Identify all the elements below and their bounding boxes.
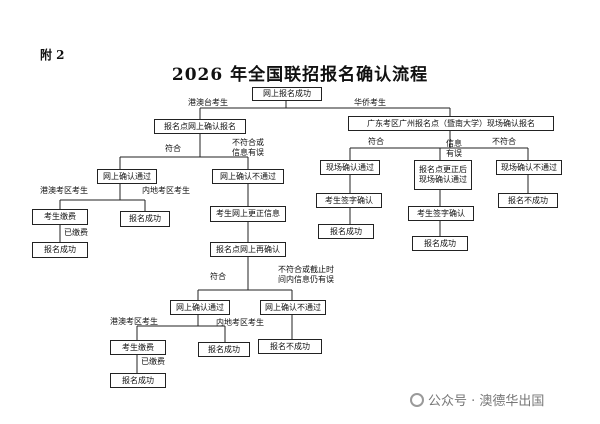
online-confirm-pass-box: 网上确认通过 [170, 300, 230, 315]
online-confirm-pass-box: 网上确认通过 [97, 169, 157, 184]
paid-label: 已缴费 [141, 357, 165, 366]
onsite-confirm-fail-box: 现场确认不通过 [496, 160, 562, 175]
ineligible-label-line-2: 信息有误 [232, 148, 264, 157]
online-confirm-fail-box: 网上确认不通过 [260, 300, 326, 315]
point-corrected-line-2: 现场确认通过 [419, 175, 467, 184]
overseas-chinese-candidate-label: 华侨考生 [354, 98, 386, 107]
eligible-label: 符合 [165, 144, 181, 153]
deadline-label-line-2: 间内信息仍有误 [278, 275, 334, 284]
watermark: 公众号 · 澳德华出国 [410, 390, 544, 409]
ineligible-label-line-1: 不符合或 [232, 138, 264, 147]
attachment-label: 附 2 [40, 48, 65, 62]
mainland-region-label: 内地考区考生 [216, 318, 264, 327]
hk-macau-tw-candidate-label: 港澳台考生 [188, 98, 228, 107]
signup-success-box: 报名成功 [198, 342, 250, 357]
guangdong-onsite-confirm-box: 广东考区广州报名点（暨南大学）现场确认报名 [348, 116, 554, 131]
signup-fail-box: 报名不成功 [258, 339, 322, 354]
eligible-label: 符合 [368, 137, 384, 146]
online-signup-success-box: 网上报名成功 [252, 87, 322, 101]
registration-point-confirm-box: 报名点网上确认报名 [154, 119, 246, 134]
point-corrected-line-1: 报名点更正后 [419, 165, 467, 174]
candidate-sign-box: 考生签字确认 [316, 193, 382, 208]
signup-success-box: 报名成功 [120, 211, 170, 227]
mainland-region-label: 内地考区考生 [142, 186, 190, 195]
candidate-payment-box: 考生缴费 [110, 340, 166, 355]
signup-fail-box: 报名不成功 [498, 193, 558, 208]
candidate-sign-box: 考生签字确认 [408, 206, 474, 221]
registration-point-reconfirm-box: 报名点网上再确认 [210, 242, 286, 257]
online-confirm-fail-box: 网上确认不通过 [212, 169, 284, 184]
signup-success-box: 报名成功 [110, 373, 166, 388]
info-error-label-line-2: 有误 [446, 149, 462, 158]
hk-macau-region-label: 港澳考区考生 [40, 186, 88, 195]
signup-success-box: 报名成功 [32, 242, 88, 258]
document-title: 2026 年全国联招报名确认流程 [171, 65, 429, 85]
point-corrected-onsite-pass-box: 报名点更正后 现场确认通过 [414, 160, 472, 190]
onsite-confirm-pass-box: 现场确认通过 [320, 160, 380, 175]
deadline-label-line-1: 不符合或截止时 [278, 265, 334, 274]
signup-success-box: 报名成功 [412, 236, 468, 251]
ineligible-label: 不符合 [492, 137, 516, 146]
hk-macau-region-label: 港澳考区考生 [110, 317, 158, 326]
wechat-icon [410, 393, 424, 407]
eligible-label: 符合 [210, 272, 226, 281]
watermark-text: 公众号 · 澳德华出国 [428, 394, 545, 409]
paid-label: 已缴费 [64, 228, 88, 237]
candidate-correct-info-box: 考生网上更正信息 [210, 206, 286, 222]
candidate-payment-box: 考生缴费 [32, 209, 88, 225]
signup-success-box: 报名成功 [318, 224, 374, 239]
info-error-label-line-1: 信息 [446, 139, 462, 148]
